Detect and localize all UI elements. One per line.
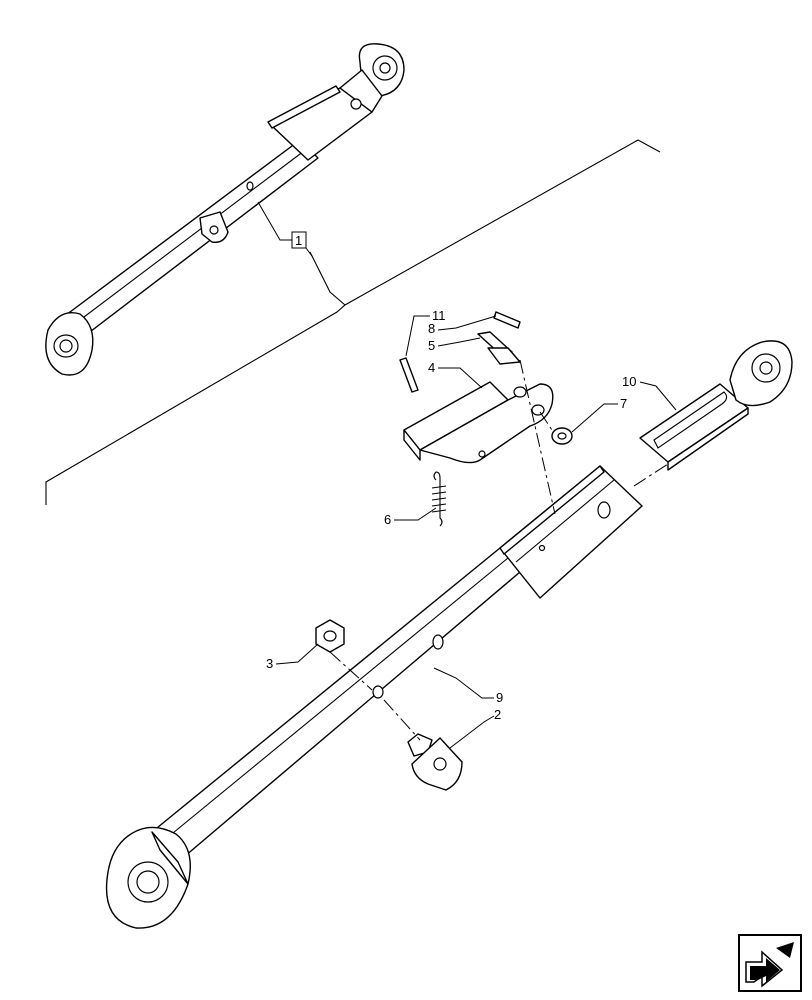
callout-4: 4	[428, 360, 483, 389]
callout-9: 9	[433, 667, 503, 705]
callout-10: 10	[622, 374, 677, 411]
callout-2-label: 2	[494, 707, 501, 722]
next-page-button[interactable]	[738, 934, 802, 992]
callout-6-label: 6	[384, 512, 391, 527]
callout-2: 2	[449, 707, 501, 749]
pin-part-5	[477, 311, 521, 365]
callout-10-label: 10	[622, 374, 636, 389]
callout-7-label: 7	[620, 396, 627, 411]
callout-3-label: 3	[266, 656, 273, 671]
callout-7: 7	[571, 396, 627, 433]
alignment-lines	[329, 359, 669, 741]
spring-pin-part-11	[399, 357, 419, 393]
callout-8: 8	[428, 315, 497, 336]
callout-1: 1	[257, 201, 313, 257]
callout-5: 5	[428, 337, 481, 353]
latch-plate-part-4	[403, 381, 554, 464]
callout-5-label: 5	[428, 338, 435, 353]
callout-11-label: 11	[432, 308, 446, 323]
next-page-arrow-icon	[745, 942, 794, 988]
assembly-boundary-line	[45, 139, 661, 505]
callout-3: 3	[266, 643, 319, 671]
callout-9-label: 9	[496, 690, 503, 705]
callout-1-label: 1	[295, 233, 302, 248]
sleeve-part-10	[639, 340, 793, 471]
lower-link-bar-part-9	[105, 465, 643, 929]
callout-11: 11	[405, 308, 446, 357]
callout-8-label: 8	[428, 321, 435, 336]
upper-assembled-link	[45, 43, 405, 376]
bracket-part-2	[407, 733, 463, 791]
nut-part-3	[315, 619, 345, 653]
callout-6: 6	[384, 507, 437, 527]
callout-4-label: 4	[428, 360, 435, 375]
washer-part-7	[551, 427, 573, 445]
spring-part-6	[431, 471, 447, 527]
